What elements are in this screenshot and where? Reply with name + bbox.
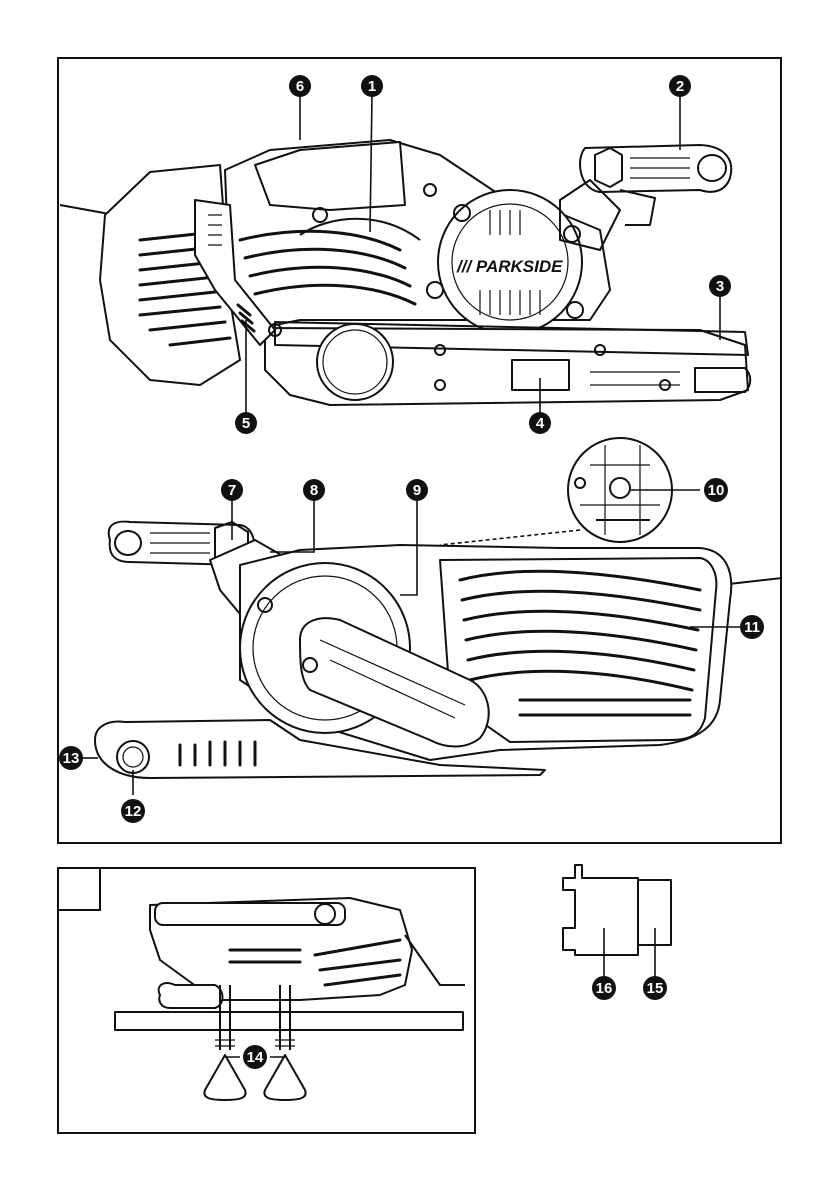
- magnified-detail-inset: [440, 438, 672, 545]
- callout-4: 4: [529, 412, 551, 434]
- figure-number-box: [58, 868, 100, 910]
- callout-10: 10: [704, 478, 728, 502]
- sander-side-view-2: [95, 438, 782, 778]
- callout-11: 11: [740, 615, 764, 639]
- svg-text:7: 7: [228, 482, 236, 499]
- front-roller-2: [117, 741, 149, 773]
- callout-12: 12: [121, 799, 145, 823]
- svg-text:11: 11: [744, 619, 760, 636]
- rear-roller: [317, 324, 393, 400]
- sanding-belt-assembly: [265, 322, 750, 405]
- screw-clamps[interactable]: [204, 985, 305, 1100]
- svg-text:1: 1: [368, 78, 376, 95]
- svg-text:16: 16: [596, 980, 613, 997]
- callout-15: 15: [643, 976, 667, 1000]
- svg-text:10: 10: [708, 482, 725, 499]
- svg-text:14: 14: [247, 1049, 264, 1066]
- callout-14: 14: [243, 1045, 267, 1069]
- svg-text:6: 6: [296, 78, 304, 95]
- sander-side-view-1: /// PARKSIDE: [60, 140, 750, 405]
- callout-3: 3: [709, 275, 731, 297]
- svg-text:13: 13: [63, 750, 80, 767]
- adapter-body: [563, 865, 638, 955]
- callout-5: 5: [235, 412, 257, 434]
- callout-13: 13: [59, 746, 83, 770]
- svg-text:4: 4: [536, 415, 545, 432]
- callout-9: 9: [406, 479, 428, 501]
- bench-cable: [405, 935, 465, 985]
- callout-8: 8: [303, 479, 325, 501]
- svg-text:12: 12: [125, 803, 142, 820]
- callout-2: 2: [669, 75, 691, 97]
- inverted-handle: [159, 983, 223, 1008]
- callout-7: 7: [221, 479, 243, 501]
- brand-logo: /// PARKSIDE: [456, 257, 563, 276]
- svg-text:3: 3: [716, 278, 724, 295]
- callout-16: 16: [592, 976, 616, 1000]
- callout-6: 6: [289, 75, 311, 97]
- leader-8: [270, 500, 314, 552]
- svg-text:15: 15: [647, 980, 664, 997]
- callout-1: 1: [361, 75, 383, 97]
- svg-text:9: 9: [413, 482, 421, 499]
- svg-text:8: 8: [310, 482, 318, 499]
- svg-text:2: 2: [676, 78, 684, 95]
- svg-text:5: 5: [242, 415, 250, 432]
- bench-mount-view: [115, 898, 465, 1100]
